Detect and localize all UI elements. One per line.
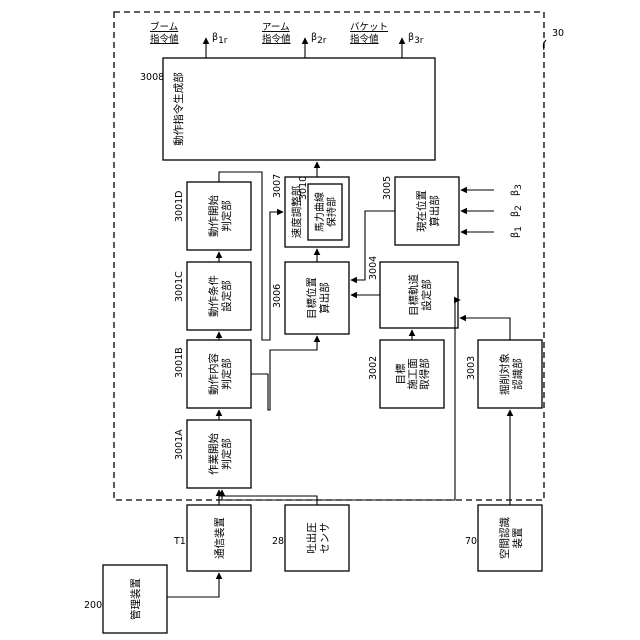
discharge-pressure-sensor-block: 吐出圧センサ [285, 505, 349, 571]
management-device-block: 管理装置 [103, 565, 167, 633]
svg-text:β2: β2 [510, 205, 524, 217]
bucket-command-output: バケット 指令値 β3r [350, 22, 424, 58]
target-trajectory-setting-block: 目標軌道設定部 [380, 262, 458, 328]
ref-3005: 3005 [382, 176, 393, 200]
ref-70: 70 [465, 536, 477, 547]
operation-start-judgment-block: 動作開始判定部 [187, 182, 251, 250]
ref-3010: 3010 [298, 176, 309, 200]
ref-3004: 3004 [368, 256, 379, 280]
ref-3001A: 3001A [174, 429, 185, 460]
svg-text:通信装置: 通信装置 [213, 517, 226, 559]
controller-ref: 30 [552, 28, 564, 39]
svg-text:指令値: 指令値 [350, 33, 379, 45]
joint-angle-inputs: β1 β2 β3 [461, 184, 524, 238]
controller-ref-leader [543, 40, 546, 50]
spatial-recognition-device-block: 空間認識装置 [478, 505, 542, 571]
svg-text:バケット: バケット [350, 22, 388, 33]
ref-3003: 3003 [466, 356, 477, 380]
svg-text:動作指令生成部: 動作指令生成部 [172, 72, 185, 146]
operation-command-generation-block: 動作指令生成部 [163, 58, 435, 160]
communication-device-block: 通信装置 [187, 505, 251, 571]
ref-T1: T1 [173, 536, 186, 547]
svg-text:管理装置: 管理装置 [129, 578, 142, 620]
ref-3007: 3007 [272, 174, 283, 198]
excavation-target-recognition-block: 掘削対象認識部 [478, 340, 542, 408]
ref-3006: 3006 [272, 284, 283, 308]
target-surface-acquisition-block: 目標施工面取得部 [380, 340, 444, 408]
target-position-calc-block: 目標位置算出部 [285, 262, 349, 334]
svg-text:指令値: 指令値 [150, 33, 179, 45]
svg-text:β1r: β1r [212, 32, 228, 46]
svg-text:β3: β3 [510, 184, 524, 196]
ref-3001C: 3001C [174, 271, 185, 302]
operation-content-judgment-block: 動作内容判定部 [187, 340, 251, 408]
ref-28: 28 [272, 536, 284, 547]
svg-text:馬力曲線保持部: 馬力曲線保持部 [313, 192, 338, 232]
ref-3002: 3002 [368, 356, 379, 380]
svg-text:β3r: β3r [408, 32, 424, 46]
svg-text:β1: β1 [510, 226, 524, 238]
boom-command-output: ブーム 指令値 β1r [150, 21, 228, 58]
svg-text:β2r: β2r [311, 32, 327, 46]
ref-3008: 3008 [140, 72, 164, 83]
arm-command-output: アーム 指令値 β2r [262, 22, 327, 58]
svg-text:アーム: アーム [262, 22, 290, 33]
svg-text:指令値: 指令値 [262, 33, 291, 45]
ref-3001D: 3001D [174, 191, 185, 223]
current-position-calc-block: 現在位置算出部 [395, 177, 459, 245]
horsepower-curve-holding-block: 馬力曲線保持部 [308, 184, 342, 240]
work-start-judgment-block: 作業開始判定部 [187, 420, 251, 488]
ref-3001B: 3001B [174, 347, 185, 378]
ref-200: 200 [84, 600, 102, 611]
operation-condition-setting-block: 動作条件設定部 [187, 262, 251, 330]
svg-text:ブーム: ブーム [150, 21, 178, 33]
